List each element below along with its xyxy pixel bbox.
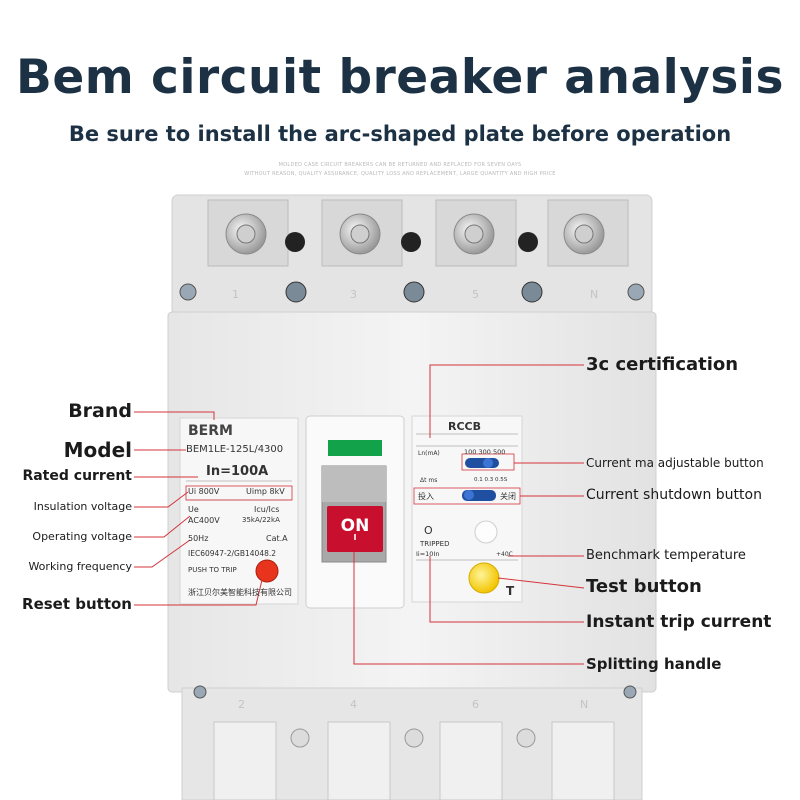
device-ka: 35kA/22kA — [242, 516, 280, 524]
mount-screw — [285, 281, 307, 303]
reset-button — [255, 559, 279, 583]
device-iec: IEC60947-2/GB14048.2 — [188, 549, 277, 558]
leader-handle — [353, 550, 584, 665]
bottom-terminal-number: 4 — [350, 698, 357, 711]
top-terminal-number: 1 — [232, 288, 239, 301]
leader-instant — [429, 556, 584, 623]
device-model: BEM1LE-125L/4300 — [186, 444, 284, 455]
top-terminal-number: 3 — [350, 288, 357, 301]
device-hz: 50Hz — [188, 534, 209, 543]
terminal-1 — [207, 199, 289, 267]
bottom-terminal-number: 2 — [238, 698, 245, 711]
callout-model: Model — [63, 438, 132, 462]
page-title: Bem circuit breaker analysis — [16, 50, 784, 105]
top-terminal-number: N — [590, 288, 599, 301]
screw-hole — [285, 232, 305, 252]
trip-window — [474, 520, 498, 544]
top-terminals — [179, 199, 645, 303]
ma-label: Ln(mA) — [418, 450, 440, 457]
terminal-n — [547, 199, 629, 267]
callout-shutdown-button: Current shutdown button — [586, 487, 762, 503]
leader-operating — [134, 515, 191, 538]
mount-screw — [521, 281, 543, 303]
terminal-5 — [435, 199, 517, 267]
device-brand: BERM — [188, 423, 233, 439]
ma-box — [461, 453, 515, 471]
device-push: PUSH TO TRIP — [188, 566, 237, 574]
instant-trip-value: Ii=10In — [416, 550, 440, 558]
on-mark: I — [353, 533, 357, 542]
terminal-3 — [321, 199, 403, 267]
callout-instant-trip-current: Instant trip current — [586, 612, 772, 632]
fine-print-2: WITHOUT REASON, QUALITY ASSURANCE, QUALI… — [244, 171, 556, 177]
leader-3c — [429, 364, 584, 438]
device-ui: Ui 800V — [188, 487, 220, 496]
leader-frequency — [134, 539, 191, 568]
callout-benchmark-temperature: Benchmark temperature — [586, 548, 746, 563]
callout-splitting-handle: Splitting handle — [586, 655, 722, 673]
label-plate — [179, 417, 299, 605]
page-subtitle: Be sure to install the arc-shaped plate … — [68, 122, 732, 146]
callout-ma-adjustable: Current ma adjustable button — [586, 456, 764, 470]
callout-rated-current: Rated current — [22, 468, 132, 484]
ma-slider — [465, 458, 499, 468]
delay-label: Δt ms — [420, 477, 438, 484]
handle-green-indicator — [328, 440, 382, 456]
device-ue: Ue — [188, 505, 199, 514]
callout-working-frequency: Working frequency — [28, 560, 132, 573]
on-cn: 投入 — [418, 492, 434, 501]
tripped-label: TRIPPED — [420, 540, 450, 548]
device-uimp: Uimp 8kV — [246, 487, 285, 496]
test-mark: T — [506, 584, 515, 598]
device-icu: Icu/Ics — [254, 505, 280, 514]
rccb-title: RCCB — [448, 420, 481, 433]
bottom-terminal-number: 6 — [472, 698, 479, 711]
temperature-value: +40C — [496, 551, 513, 558]
rccb-panel — [411, 415, 523, 603]
bottom-terminal-number: N — [580, 698, 589, 711]
leader-test — [497, 577, 585, 589]
leader-reset — [134, 579, 263, 606]
device-rated-current: In=100A — [206, 464, 269, 479]
top-terminal-number: 5 — [472, 288, 479, 301]
callout-test-button: Test button — [586, 576, 702, 597]
off-cn: 关闭 — [500, 492, 516, 501]
ma-values: 100 300 500 — [464, 448, 506, 456]
test-button — [468, 562, 500, 594]
mount-screw — [403, 281, 425, 303]
device-ac: AC400V — [188, 516, 220, 525]
screw-hole — [518, 232, 538, 252]
on-label: ON — [340, 516, 370, 536]
callout-reset-button: Reset button — [22, 595, 132, 613]
device-company: 浙江贝尔美智能科技有限公司 — [188, 588, 292, 597]
o-mark: O — [424, 524, 433, 537]
callout-insulation-voltage: Insulation voltage — [33, 500, 132, 513]
fine-print-1: MOLDED CASE CIRCUIT BREAKERS CAN BE RETU… — [278, 162, 522, 168]
leader-insulation — [134, 491, 189, 508]
leader-lines — [134, 364, 585, 665]
screw-hole — [401, 232, 421, 252]
leader-brand — [134, 411, 215, 420]
mount-screw — [179, 283, 197, 301]
callout-3c-certification: 3c certification — [586, 354, 739, 375]
device-cat: Cat.A — [266, 534, 288, 543]
callout-brand: Brand — [68, 400, 132, 422]
callout-operating-voltage: Operating voltage — [32, 530, 132, 543]
delay-values: 0.1 0.3 0.5S — [474, 477, 508, 483]
mount-screw — [627, 283, 645, 301]
